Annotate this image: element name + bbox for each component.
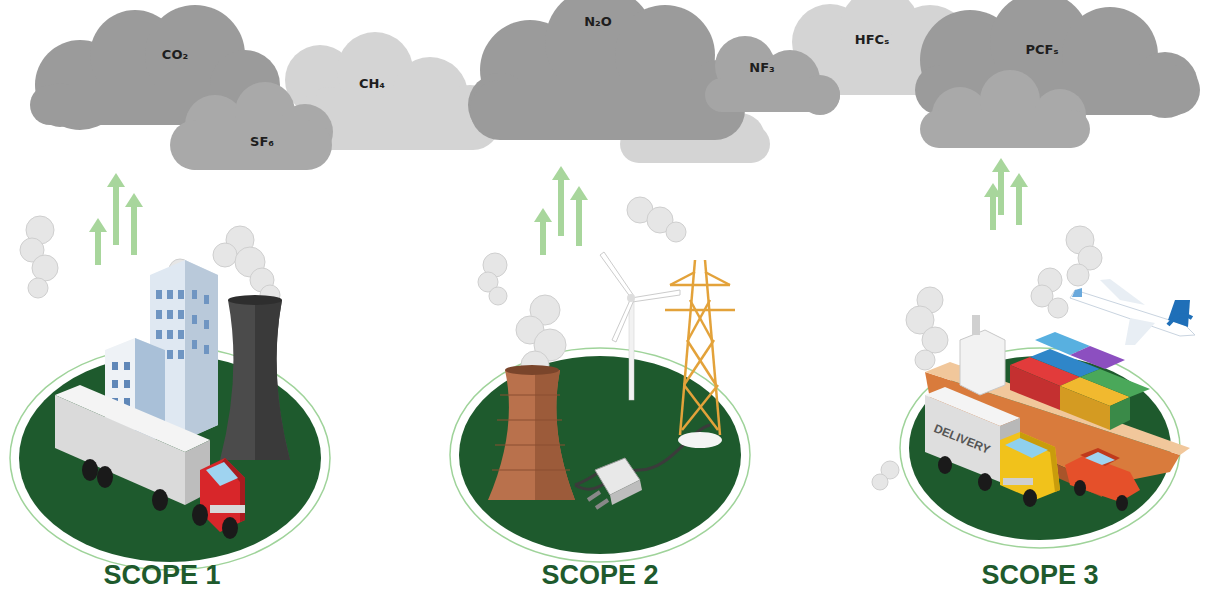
car xyxy=(1065,448,1140,511)
sf6-cloud xyxy=(170,82,333,170)
gas-label: NF₃ xyxy=(749,61,774,75)
small-mid-cloud xyxy=(920,70,1090,148)
smoke-puffs xyxy=(20,197,1102,490)
containers xyxy=(1010,332,1150,430)
airplane xyxy=(1070,279,1195,345)
nf3-cloud xyxy=(705,36,840,115)
gas-label: N₂O xyxy=(584,15,612,29)
gas-label: HFCₛ xyxy=(855,33,889,47)
scope-title: SCOPE 1 xyxy=(103,561,220,591)
scope1-scene xyxy=(55,260,290,539)
gas-label: CO₂ xyxy=(162,48,188,62)
scope2-scene xyxy=(488,252,735,508)
scope3-scene xyxy=(925,279,1195,511)
n2o-cloud xyxy=(468,0,746,140)
gas-label: CH₄ xyxy=(359,77,385,91)
gas-label: PCFₛ xyxy=(1026,43,1059,57)
delivery-truck xyxy=(925,387,1060,507)
scope-title: SCOPE 2 xyxy=(541,561,658,591)
gas-label: SF₆ xyxy=(250,135,274,149)
scope-title: SCOPE 3 xyxy=(981,561,1098,591)
